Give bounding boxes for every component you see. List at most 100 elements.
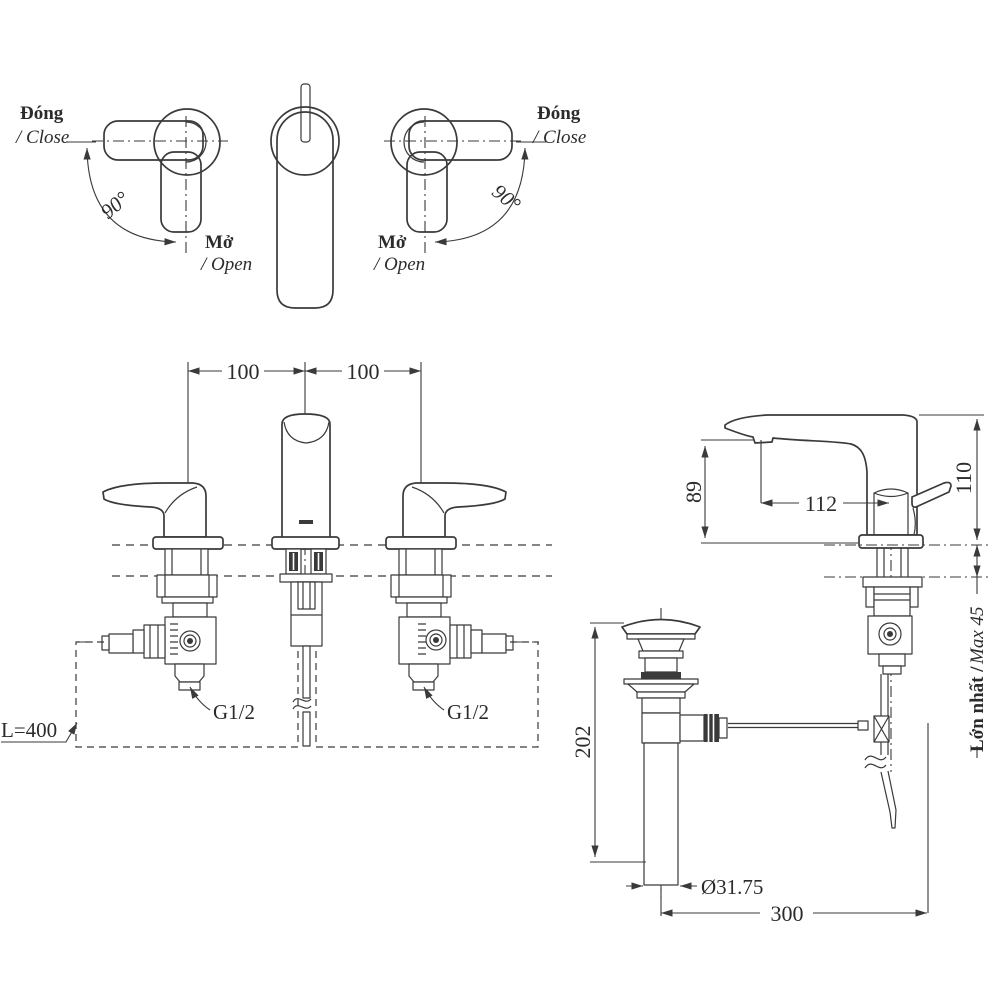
center-housing-lines	[291, 582, 322, 616]
left-handle-rotation-arc	[83, 147, 177, 246]
spout-reach-label: 112	[805, 491, 837, 516]
spout-escutcheon	[271, 536, 340, 550]
left-outlet	[174, 663, 205, 683]
horizontal-rod	[728, 722, 858, 729]
left-handle-boss-arc	[185, 121, 207, 163]
drain-tee	[641, 712, 681, 744]
left-port-nut	[143, 624, 166, 659]
side-spout-outline	[724, 414, 918, 536]
left-neck	[172, 602, 208, 618]
left-port-collar	[132, 629, 145, 654]
hose-length-leader	[1, 722, 78, 743]
right-open-label-vi: Mở	[378, 232, 407, 253]
drain-body	[641, 697, 681, 714]
right-port-nipple	[481, 633, 507, 654]
drain-outlet-rib-gaps	[707, 714, 715, 742]
drain-cap-rim	[626, 633, 696, 640]
drain-cylinder	[644, 657, 678, 673]
right-valve-knurl	[418, 623, 426, 655]
side-rod-mid	[880, 742, 889, 755]
side-tab-left	[865, 586, 875, 608]
left-shank-walls	[171, 549, 202, 575]
popup-rod-lower	[302, 711, 311, 747]
drain-cap	[621, 618, 701, 635]
side-locknut	[862, 576, 923, 588]
spacing-right-label: 100	[347, 359, 380, 384]
side-handle-lower-curve	[912, 507, 916, 536]
right-handle-pivot-circle	[390, 108, 458, 176]
side-handle	[911, 481, 952, 509]
right-port-collar	[470, 629, 483, 654]
top-view-left-handle: Đóng / Close 90° Mở / Open	[15, 103, 252, 275]
drain-outlet-end	[718, 717, 728, 739]
right-locknut	[390, 574, 452, 598]
center-housing-inner	[297, 581, 316, 610]
left-port-tip	[101, 635, 110, 651]
right-valve-screw-dot	[433, 637, 439, 643]
center-rod-assembly	[279, 548, 333, 747]
right-handle-centerlines	[384, 116, 522, 254]
right-valve-assembly: G1/2	[390, 548, 539, 724]
side-valve-neck	[873, 586, 911, 617]
side-rod-lower	[880, 770, 897, 829]
left-valve-knurl	[170, 623, 178, 655]
front-view: 100 100	[1, 359, 552, 748]
center-inlet-slits	[292, 553, 320, 570]
side-valve-neck-lines	[874, 593, 910, 601]
drain-outlet-ribs	[704, 714, 719, 742]
right-thread-leader	[423, 686, 445, 711]
side-valve-assembly	[862, 548, 923, 829]
drain-collar	[636, 691, 686, 699]
left-valve-assembly: G1/2	[76, 548, 255, 724]
left-handle-open-position	[160, 151, 202, 233]
right-lever-front	[402, 482, 507, 538]
left-handle-pivot-circle	[153, 108, 221, 176]
popup-rod-break	[292, 698, 312, 710]
right-flange	[395, 596, 448, 604]
side-rod-break	[864, 755, 887, 769]
spout-front-body	[281, 413, 331, 537]
right-port-nut-facets	[456, 625, 465, 658]
drain-length-ticks	[590, 622, 646, 863]
right-close-label-en: / Close	[532, 127, 586, 148]
drain-diameter-label: Ø31.75	[701, 875, 763, 899]
hose-length-label: L=400	[1, 718, 57, 742]
top-view-spout	[270, 83, 340, 309]
right-outlet-thread	[412, 681, 435, 691]
drain-flange	[627, 683, 695, 693]
left-locknut-facets	[164, 575, 210, 597]
rod-link	[857, 720, 869, 731]
side-valve-thread	[882, 665, 902, 675]
spout-front-lip	[283, 421, 330, 444]
left-lever-inner-line	[164, 486, 198, 514]
right-valve-screw-mid	[429, 633, 443, 647]
center-plate	[279, 573, 333, 583]
left-valve-screw	[179, 630, 201, 652]
right-close-label-vi: Đóng	[537, 103, 581, 124]
right-handle-boss-arc	[403, 121, 425, 163]
left-flange	[161, 596, 214, 604]
right-handle-rotation-arc	[434, 147, 529, 246]
side-escutcheon	[858, 534, 924, 549]
side-lift-rod-upper	[880, 674, 889, 716]
left-locknut	[156, 574, 218, 598]
right-thread-label: G1/2	[447, 700, 489, 724]
drain-tailpipe	[643, 742, 679, 886]
side-valve-screw-mid	[883, 627, 897, 641]
right-valve-screw	[425, 629, 447, 651]
side-tab-right	[909, 586, 919, 608]
side-rod-clevis-cross	[873, 715, 890, 743]
drain-offset-label: 300	[771, 901, 804, 926]
right-locknut-facets	[398, 575, 444, 597]
left-escutcheon	[152, 536, 224, 550]
right-port-nut	[449, 624, 472, 659]
drain-neck	[637, 638, 685, 652]
drain-flange-top	[623, 678, 699, 685]
left-thread-label: G1/2	[213, 700, 255, 724]
right-outlet	[408, 663, 439, 683]
right-port-tip	[505, 635, 514, 651]
hose-box-right	[315, 641, 539, 748]
left-lever-front	[102, 482, 207, 538]
side-valve-screw-dot	[887, 631, 893, 637]
drain-length-label: 202	[570, 726, 595, 759]
